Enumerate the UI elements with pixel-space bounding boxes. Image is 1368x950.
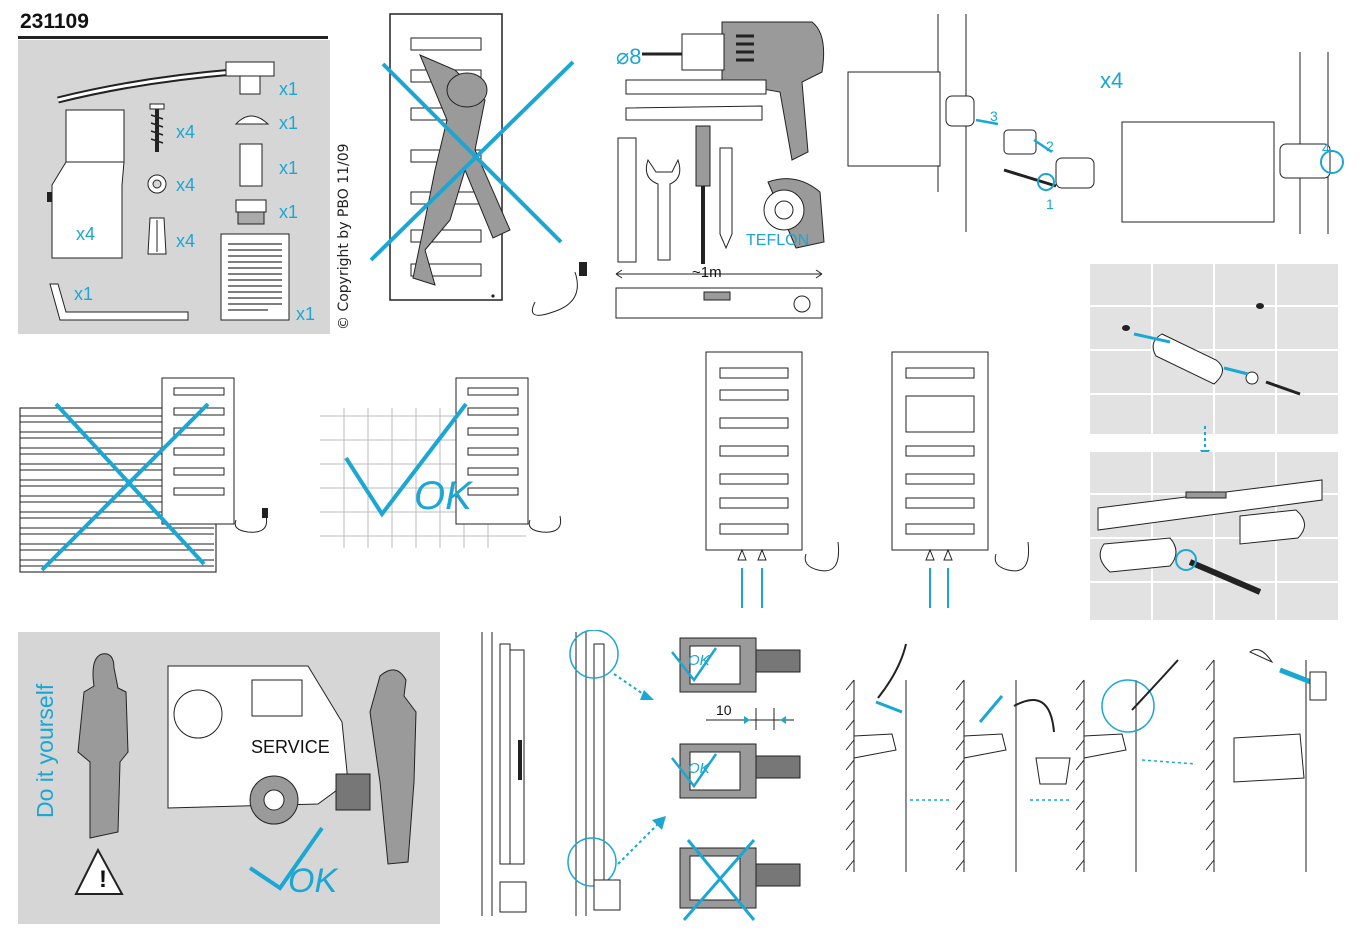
power-plug-icon (579, 262, 587, 276)
wrench-icon (645, 158, 681, 261)
dotted-callout-arrows (613, 673, 666, 865)
screw-icon (149, 103, 165, 152)
header-rule (18, 36, 328, 39)
qty-wall-plug: x4 (176, 231, 196, 251)
warning-symbol: ! (99, 866, 107, 893)
qty-washer: x4 (176, 175, 196, 195)
qty-screw: x4 (176, 122, 196, 142)
qty-bracket: x4 (76, 224, 96, 244)
radiator-variants (705, 351, 1030, 608)
cap-part-icon (1055, 157, 1095, 189)
connection-details (671, 637, 801, 921)
warning-triangle-icon (74, 847, 124, 895)
bracket-icon (1099, 537, 1177, 573)
cross-icon (686, 839, 756, 921)
teflon-tape-icon (763, 178, 825, 249)
manual-icon (220, 233, 290, 321)
ok-label-service: OK (288, 862, 338, 900)
detail-callout-bottom (567, 837, 617, 887)
dimension-label: 10 (716, 702, 732, 718)
service-label: SERVICE (251, 737, 330, 757)
wall-drilling-panel (1090, 264, 1338, 434)
detail-callout-top (569, 630, 619, 679)
wall-plug-icon (147, 217, 167, 255)
wrong-wall-panel (19, 377, 268, 573)
qty-valve: x1 (279, 79, 299, 99)
copyright-notice: © Copyright by PBO 11/09 (336, 143, 352, 330)
step-label-3: 3 (990, 108, 998, 124)
teflon-label: TEFLON (746, 232, 810, 249)
wall-bracket-icon (47, 109, 125, 259)
step-label-2: 2 (1046, 138, 1054, 154)
qty-cap: x1 (279, 113, 299, 133)
sleeve-part-icon (1003, 129, 1037, 155)
ok-label-detail-top: OK (688, 652, 710, 669)
sleeve-icon (239, 143, 263, 187)
allen-key-icon (49, 283, 189, 321)
spirit-level-icon (615, 269, 823, 319)
qty-allen-key: x1 (74, 284, 94, 304)
screwdriver-icon (1188, 559, 1262, 595)
qty-sleeve: x1 (279, 158, 299, 178)
ok-wall-panel (320, 377, 562, 548)
checkmark-icon (248, 826, 324, 891)
no-climbing-warning (369, 13, 587, 316)
toolbox-icon (335, 773, 371, 811)
ok-label-wall: OK (414, 474, 472, 518)
document-id: 231109 (20, 10, 89, 33)
bleeding-sequence (845, 643, 1327, 872)
ok-label-detail-middle: OK (688, 760, 710, 777)
screwdriver-icon (695, 125, 711, 264)
pencil-icon (719, 147, 733, 250)
folding-ruler-icon (625, 79, 767, 121)
screw-icon (1265, 380, 1301, 396)
side-view-panel (481, 630, 621, 916)
level-length-label: ~1m (692, 264, 722, 281)
qty-plug: x1 (279, 202, 299, 222)
person-silhouette-icon (77, 653, 129, 839)
drill-icon (642, 21, 825, 161)
drill-diameter-label: ⌀8 (616, 44, 642, 69)
kit-contents-panel (18, 40, 330, 334)
qty-manual: x1 (296, 304, 316, 324)
connection-detail-top (671, 637, 801, 693)
step-label-1: 1 (1046, 196, 1054, 212)
bracket-assembly-steps (847, 14, 1344, 234)
plug-icon (235, 199, 267, 213)
step-label-4: 4 (1322, 140, 1330, 156)
do-it-yourself-label: Do it yourself (32, 683, 58, 818)
rotate-arrow-icon (1037, 173, 1055, 191)
wall-leveling-panel (1090, 452, 1338, 620)
bracket-base-icon (945, 95, 975, 127)
connection-detail-middle (671, 743, 801, 799)
cross-icon (381, 62, 563, 244)
repeat-count-label: x4 (1100, 68, 1124, 93)
spirit-level-icon (1097, 479, 1323, 531)
hex-key-icon (617, 137, 637, 263)
valve-icon (225, 61, 275, 77)
technician-icon (369, 669, 417, 865)
tools-panel (615, 21, 825, 319)
checkmark-icon (344, 402, 468, 518)
connection-detail-wrong (679, 839, 801, 921)
service-panel (18, 632, 440, 924)
cap-icon (234, 115, 270, 125)
